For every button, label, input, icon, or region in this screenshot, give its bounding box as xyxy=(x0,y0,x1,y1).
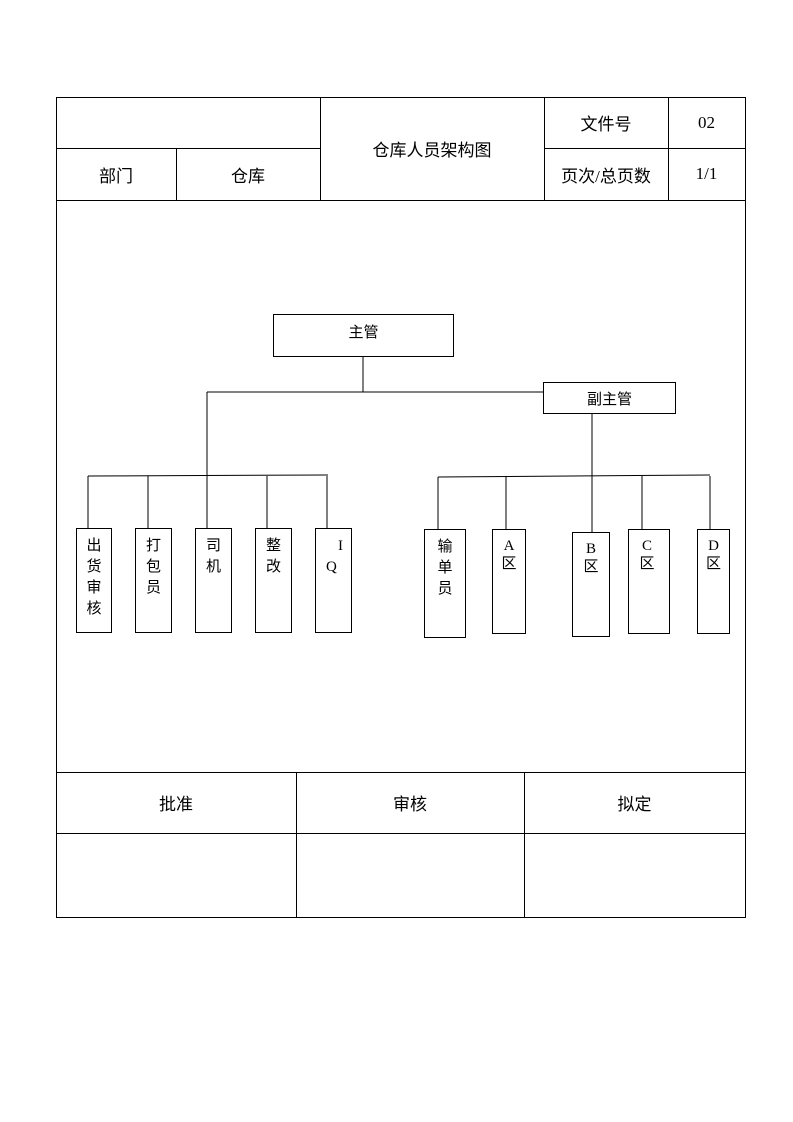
header-col-divider-3 xyxy=(544,97,545,200)
role-char: 员 xyxy=(145,580,161,596)
role-char: Q xyxy=(326,559,337,575)
draft-signature-cell[interactable] xyxy=(525,834,745,917)
deputy-supervisor-box: 副主管 xyxy=(543,382,676,414)
role-box-zone-d: D 区 xyxy=(697,529,730,634)
role-char: B xyxy=(585,541,596,557)
document-frame xyxy=(56,97,746,918)
approve-signature-cell[interactable] xyxy=(57,834,296,917)
header-row-divider-left xyxy=(56,148,320,149)
role-char: I xyxy=(338,538,343,554)
role-box-packer: 打 包 员 xyxy=(135,528,172,633)
document-title: 仓库人员架构图 xyxy=(372,141,492,160)
role-char: D xyxy=(708,538,719,554)
role-char: 区 xyxy=(583,559,599,575)
doc-no-value: 02 xyxy=(698,112,715,132)
role-box-iq: I Q xyxy=(315,528,352,633)
role-char: 出 xyxy=(86,538,102,554)
dept-label: 部门 xyxy=(99,166,133,186)
role-char: 单 xyxy=(437,560,453,576)
page-value: 1/1 xyxy=(695,164,718,183)
role-box-order-entry: 输 单 员 xyxy=(424,529,466,638)
supervisor-box: 主管 xyxy=(273,314,454,357)
page-label: 页次/总页数 xyxy=(561,166,651,186)
role-char: 司 xyxy=(205,538,221,554)
role-char: 改 xyxy=(265,559,281,575)
role-char: 员 xyxy=(437,581,453,597)
header-bottom-divider xyxy=(56,200,746,201)
footer-row-divider xyxy=(56,833,746,834)
approve-label: 批准 xyxy=(159,795,193,814)
footer-top-divider xyxy=(56,772,746,773)
role-box-zone-c: C 区 xyxy=(628,529,670,634)
header-row-divider-right xyxy=(544,148,745,149)
review-signature-cell[interactable] xyxy=(297,834,524,917)
role-char: 打 xyxy=(145,538,161,554)
role-char: 区 xyxy=(705,556,721,572)
role-char: 核 xyxy=(86,601,102,617)
deputy-supervisor-label: 副主管 xyxy=(586,391,632,408)
footer-col-divider-2 xyxy=(524,772,525,918)
role-char: 区 xyxy=(501,556,517,572)
role-char: 输 xyxy=(437,539,453,555)
role-char: 包 xyxy=(145,559,161,575)
role-char: 货 xyxy=(86,559,102,575)
supervisor-label: 主管 xyxy=(348,325,379,341)
role-char: C xyxy=(641,538,652,554)
role-box-zone-a: A 区 xyxy=(492,529,526,634)
role-char: 审 xyxy=(86,580,102,596)
draft-label: 拟定 xyxy=(617,795,652,814)
role-box-shipping-audit: 出 货 审 核 xyxy=(76,528,112,633)
footer-col-divider-1 xyxy=(296,772,297,918)
header-col-divider-2 xyxy=(320,97,321,200)
header-col-divider-1 xyxy=(176,148,177,200)
role-box-driver: 司 机 xyxy=(195,528,232,633)
role-box-zone-b: B 区 xyxy=(572,532,610,637)
role-char: 机 xyxy=(205,559,221,575)
doc-no-label: 文件号 xyxy=(580,115,632,134)
header-col-divider-4 xyxy=(668,97,669,200)
role-char: 整 xyxy=(265,538,281,554)
role-char: 区 xyxy=(639,556,655,572)
role-char: A xyxy=(503,538,515,554)
review-label: 审核 xyxy=(393,795,427,814)
role-box-rectification: 整 改 xyxy=(255,528,292,633)
dept-value: 仓库 xyxy=(231,166,265,186)
